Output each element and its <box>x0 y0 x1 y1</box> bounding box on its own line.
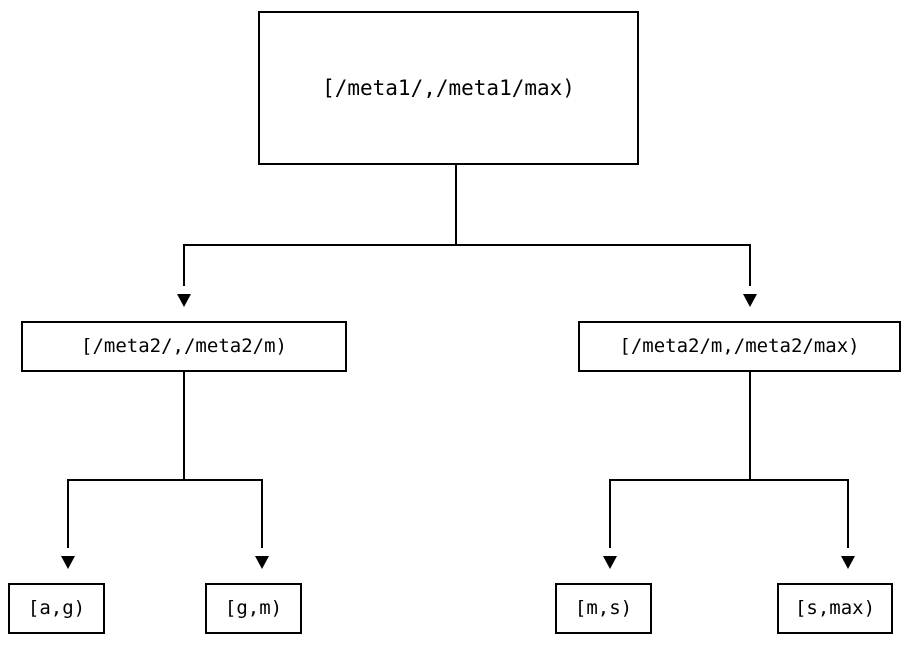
edge-mid-left-to-leaf-1 <box>61 372 185 569</box>
node-mid-right-label: [/meta2/m,/meta2/max) <box>619 335 860 357</box>
edge-mid-right-to-leaf-3 <box>603 372 751 569</box>
node-leaf-g-m-label: [g,m) <box>224 597 283 619</box>
node-mid-left-label: [/meta2/,/meta2/m) <box>81 335 287 357</box>
node-mid-left[interactable]: [/meta2/,/meta2/m) <box>21 321 347 372</box>
node-leaf-m-s-label: [m,s) <box>574 597 633 619</box>
node-leaf-a-g-label: [a,g) <box>27 597 86 619</box>
node-leaf-g-m[interactable]: [g,m) <box>205 583 302 634</box>
node-mid-right[interactable]: [/meta2/m,/meta2/max) <box>578 321 901 372</box>
node-root[interactable]: [/meta1/,/meta1/max) <box>258 11 639 165</box>
node-leaf-s-max-label: [s,max) <box>794 597 876 619</box>
node-leaf-m-s[interactable]: [m,s) <box>555 583 652 634</box>
edge-root-to-mid-left <box>177 165 457 307</box>
node-leaf-a-g[interactable]: [a,g) <box>8 583 105 634</box>
edge-mid-left-to-leaf-2 <box>184 479 269 569</box>
edge-mid-right-to-leaf-4 <box>750 479 855 569</box>
node-root-label: [/meta1/,/meta1/max) <box>322 75 575 100</box>
edge-root-to-mid-right <box>456 244 757 307</box>
node-leaf-s-max[interactable]: [s,max) <box>777 583 893 634</box>
